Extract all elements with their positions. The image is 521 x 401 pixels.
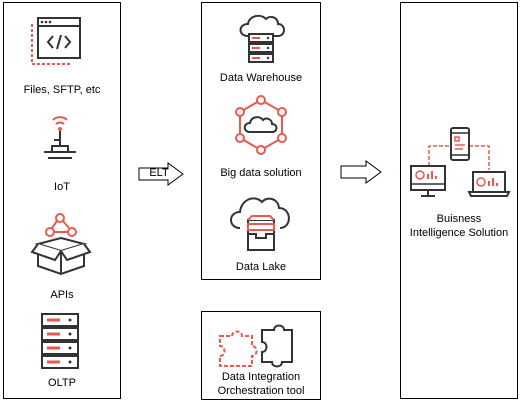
integration-label-line1: Data Integration	[221, 371, 301, 383]
api-box-icon	[30, 210, 92, 278]
bi-panel	[400, 2, 518, 399]
lake-label: Data Lake	[235, 261, 287, 273]
bi-dashboard-devices-icon	[409, 126, 511, 198]
iot-label: IoT	[54, 181, 70, 193]
bi-label-line1: Buisness	[436, 213, 482, 225]
big-data-network-icon	[230, 94, 292, 156]
files-label: Files, SFTP, etc	[23, 84, 101, 96]
code-file-icon	[28, 14, 86, 68]
oltp-label: OLTP	[48, 377, 76, 389]
iot-antenna-icon	[40, 112, 80, 162]
bi-label-line2: Intelligence Solution	[409, 227, 509, 239]
integration-label-line2: Orchestration tool	[217, 385, 305, 397]
apis-label: APIs	[50, 289, 74, 301]
elt-arrow	[138, 162, 184, 186]
bigdata-label: Big data solution	[220, 167, 302, 179]
server-stack-icon	[38, 312, 82, 372]
data-lake-icon	[226, 190, 296, 256]
elt-label: ELT	[149, 167, 169, 179]
puzzle-icon	[218, 324, 294, 370]
flow-arrow	[340, 160, 382, 184]
data-warehouse-icon	[234, 12, 288, 68]
warehouse-label: Data Warehouse	[219, 72, 303, 84]
